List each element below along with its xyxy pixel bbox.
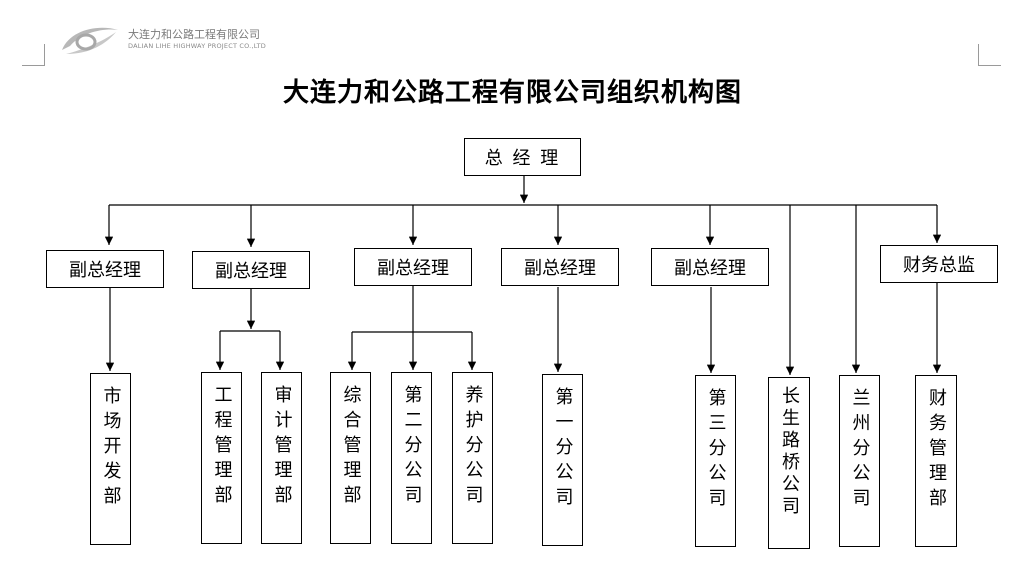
node-lanzhou-branch: 兰州分公司 (839, 375, 880, 547)
node-label: 第三分公司 (705, 388, 727, 513)
chart-title: 大连力和公路工程有限公司组织机构图 (282, 78, 742, 108)
node-cfo: 财务总监 (880, 245, 998, 283)
node-label: 市场开发部 (100, 386, 122, 511)
company-logo: 大连力和公路工程有限公司 DALIAN LIHE HIGHWAY PROJECT… (56, 20, 286, 60)
node-label: 副总经理 (674, 258, 746, 279)
node-general-admin-dept: 综合管理部 (330, 372, 371, 544)
node-finance-dept: 财务管理部 (915, 375, 957, 547)
node-vice-gm-5: 副总经理 (651, 248, 769, 286)
node-maintenance-branch: 养护分公司 (452, 372, 493, 544)
crop-mark-left (22, 44, 45, 66)
node-second-branch: 第二分公司 (391, 372, 432, 544)
node-changsheng-bridge-company: 长生路桥公司 (768, 377, 810, 549)
node-label: 养护分公司 (462, 385, 484, 510)
node-vice-gm-3: 副总经理 (354, 248, 472, 286)
node-label: 兰州分公司 (849, 388, 871, 513)
node-label: 财务总监 (903, 255, 975, 276)
node-audit-dept: 审计管理部 (261, 372, 302, 544)
node-vice-gm-4: 副总经理 (501, 248, 619, 286)
node-label: 副总经理 (69, 260, 141, 281)
node-first-branch: 第一分公司 (542, 374, 583, 546)
node-label: 长生路桥公司 (779, 386, 800, 518)
node-label: 副总经理 (215, 261, 287, 282)
node-label: 综合管理部 (340, 385, 362, 510)
logo-company-name-cn: 大连力和公路工程有限公司 (128, 28, 260, 41)
node-label: 财务管理部 (926, 388, 947, 513)
node-vice-gm-2: 副总经理 (192, 251, 310, 289)
crop-mark-right (978, 44, 1001, 66)
node-label: 副总经理 (377, 258, 449, 279)
node-general-manager: 总 经 理 (464, 138, 581, 176)
logo-mark-icon (62, 27, 118, 54)
node-label: 副总经理 (524, 258, 596, 279)
node-general-manager-label: 总 经 理 (484, 148, 561, 169)
node-vice-gm-1: 副总经理 (46, 250, 164, 288)
node-label: 第二分公司 (401, 385, 423, 510)
node-label: 第一分公司 (552, 387, 574, 512)
node-label: 工程管理部 (211, 385, 233, 510)
logo-company-name-en: DALIAN LIHE HIGHWAY PROJECT CO.,LTD (128, 42, 267, 50)
node-label: 审计管理部 (271, 385, 293, 510)
node-third-branch: 第三分公司 (695, 375, 736, 547)
node-market-dev-dept: 市场开发部 (90, 373, 131, 545)
node-engineering-dept: 工程管理部 (201, 372, 242, 544)
